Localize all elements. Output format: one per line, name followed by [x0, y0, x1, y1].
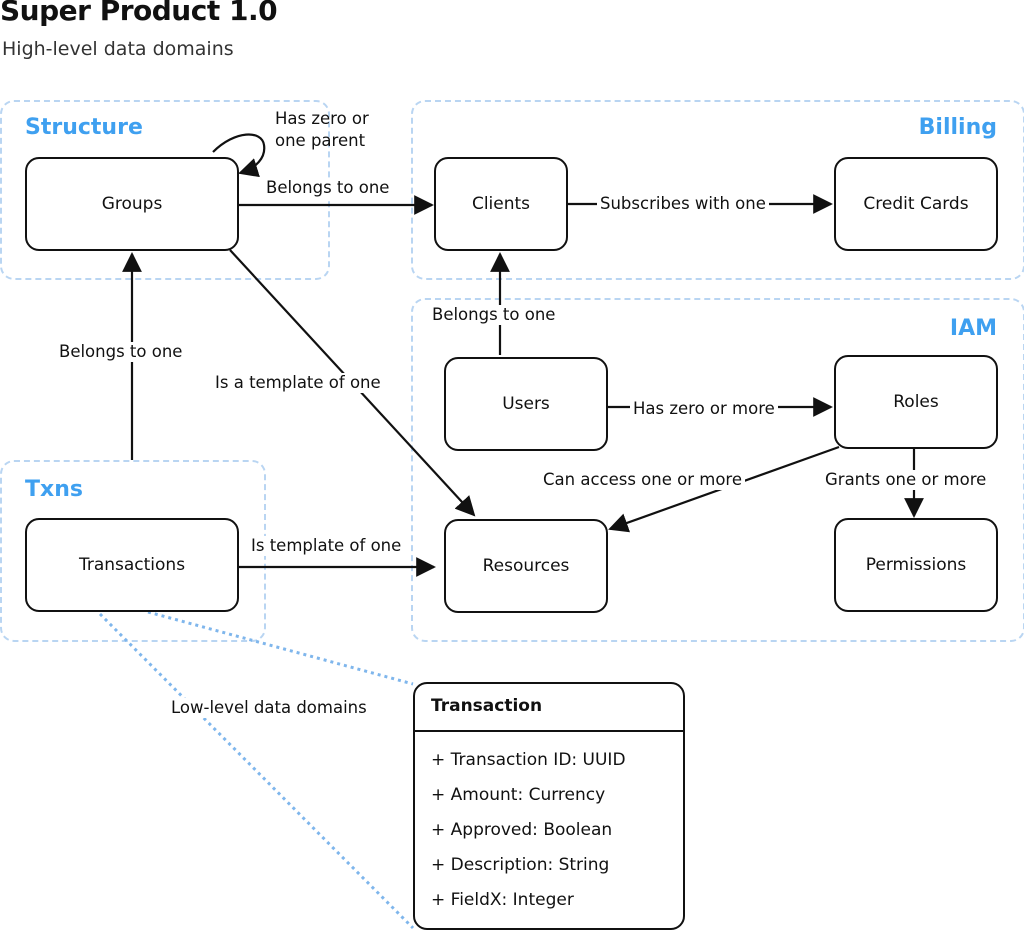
- class-divider: [415, 730, 683, 732]
- edge-label-groups-clients: Belongs to one: [263, 178, 393, 198]
- edge-label-users-clients: Belongs to one: [429, 305, 559, 325]
- class-field: + FieldX: Integer: [431, 890, 574, 910]
- diagram-subtitle: High-level data domains: [2, 38, 234, 60]
- group-label-billing: Billing: [918, 115, 997, 140]
- class-field: + Transaction ID: UUID: [431, 750, 626, 770]
- edge-label-roles-permissions: Grants one or more: [822, 470, 990, 490]
- edge-label-clients-credit-cards: Subscribes with one: [597, 194, 769, 214]
- group-label-structure: Structure: [25, 115, 143, 140]
- class-title: Transaction: [431, 696, 543, 716]
- diagram-title: Super Product 1.0: [0, 0, 278, 27]
- node-clients[interactable]: Clients: [434, 157, 568, 251]
- edge-label-roles-resources: Can access one or more: [540, 470, 745, 490]
- edge-label-low-level: Low-level data domains: [168, 698, 370, 718]
- group-label-txns: Txns: [25, 477, 83, 502]
- group-label-iam: IAM: [949, 316, 997, 341]
- edge-groups-self: [212, 133, 266, 178]
- node-roles[interactable]: Roles: [834, 355, 998, 449]
- class-field: + Amount: Currency: [431, 785, 606, 805]
- zoom-line-left: [98, 612, 415, 930]
- edge-label-groups-self: Has zero or one parent: [275, 109, 369, 150]
- zoom-line-right: [147, 610, 414, 686]
- edge-label-txns-groups: Belongs to one: [56, 342, 186, 362]
- edge-label-groups-resources: Is a template of one: [212, 373, 384, 393]
- node-users[interactable]: Users: [444, 357, 608, 451]
- class-field: + Approved: Boolean: [431, 820, 613, 840]
- class-field-list: + Transaction ID: UUID + Amount: Currenc…: [431, 748, 626, 923]
- node-credit-cards[interactable]: Credit Cards: [834, 157, 998, 251]
- node-permissions[interactable]: Permissions: [834, 518, 998, 612]
- edge-label-users-roles: Has zero or more: [630, 399, 778, 419]
- transaction-class-box[interactable]: Transaction + Transaction ID: UUID + Amo…: [413, 682, 685, 930]
- node-groups[interactable]: Groups: [25, 157, 239, 251]
- node-resources[interactable]: Resources: [444, 519, 608, 613]
- node-transactions[interactable]: Transactions: [25, 518, 239, 612]
- edge-label-txns-resources: Is template of one: [248, 536, 405, 556]
- class-field: + Description: String: [431, 855, 610, 875]
